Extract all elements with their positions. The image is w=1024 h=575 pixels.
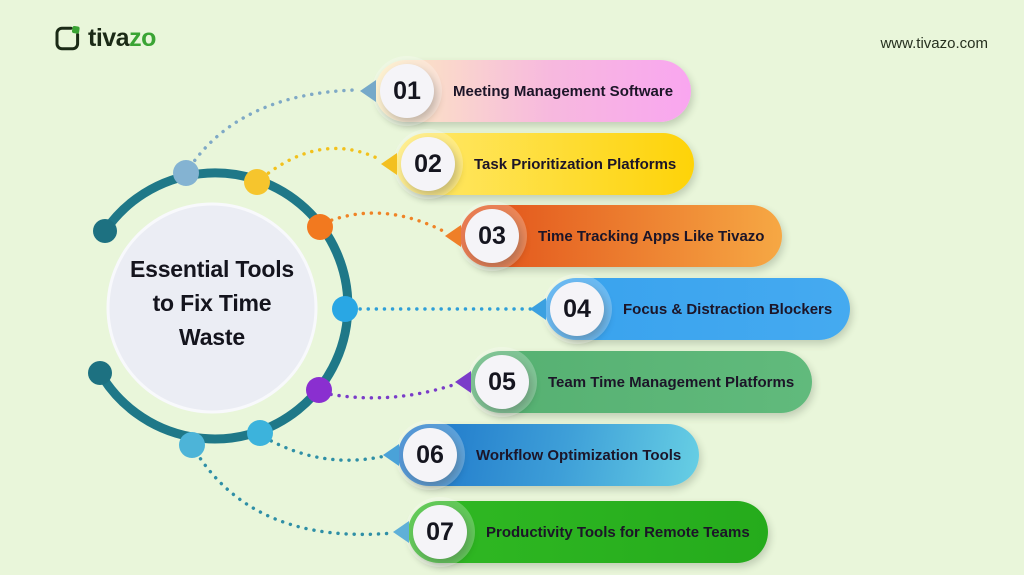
node-dot-6 — [247, 420, 273, 446]
hub-title-line1: Essential Tools — [129, 256, 294, 282]
connector-line-1 — [188, 88, 357, 169]
item-row-5: 05 Team Time Management Platforms — [455, 351, 813, 413]
item-row-3: 03 Time Tracking Apps Like Tivazo — [445, 205, 783, 267]
item-number-badge: 02 — [401, 137, 455, 191]
connector-line-3 — [322, 211, 449, 235]
connector-line-2 — [260, 146, 383, 180]
node-dot-2 — [244, 169, 270, 195]
item-number-badge: 07 — [413, 505, 467, 559]
item-row-4: 04 Focus & Distraction Blockers — [530, 278, 851, 340]
hub-title: Essential Tools to Fix Time Waste — [97, 252, 327, 354]
item-pill-6: 06 Workflow Optimization Tools — [383, 424, 700, 486]
item-number-badge: 05 — [475, 355, 529, 409]
item-pill-5: 05 Team Time Management Platforms — [455, 351, 813, 413]
item-pill-4: 04 Focus & Distraction Blockers — [530, 278, 851, 340]
hub-circle — [106, 202, 318, 414]
clipboard-icon — [55, 25, 80, 51]
item-row-2: 02 Task Prioritization Platforms — [381, 133, 695, 195]
pill-tail-arrow-icon — [360, 80, 376, 102]
item-pill-2: 02 Task Prioritization Platforms — [381, 133, 695, 195]
brand-logo: tivazo — [54, 24, 156, 53]
item-row-6: 06 Workflow Optimization Tools — [383, 424, 700, 486]
pill-tail-arrow-icon — [530, 298, 546, 320]
item-row-1: 01 Meeting Management Software — [360, 60, 692, 122]
item-row-7: 07 Productivity Tools for Remote Teams — [393, 501, 768, 563]
item-number-badge: 06 — [403, 428, 457, 482]
pill-tail-arrow-icon — [393, 521, 409, 543]
item-number-badge: 04 — [550, 282, 604, 336]
item-label: Task Prioritization Platforms — [474, 155, 677, 173]
brand-text-accent: zo — [129, 24, 156, 52]
item-label: Productivity Tools for Remote Teams — [486, 523, 750, 541]
ring-endpoint-dot-bottom — [88, 361, 112, 385]
brand-text: tivazo — [88, 24, 156, 53]
item-number-badge: 03 — [465, 209, 519, 263]
item-label: Team Time Management Platforms — [548, 373, 795, 391]
website-url: www.tivazo.com — [880, 35, 988, 52]
node-dot-5 — [306, 377, 332, 403]
item-number-badge: 01 — [380, 64, 434, 118]
item-label: Focus & Distraction Blockers — [623, 300, 833, 318]
node-dot-3 — [307, 214, 333, 240]
node-dot-4 — [332, 296, 358, 322]
pill-tail-arrow-icon — [381, 153, 397, 175]
brand-text-dark: tiva — [88, 24, 130, 52]
ring-endpoint-dot-top — [93, 219, 117, 243]
connector-line-7 — [194, 450, 395, 537]
connector-line-5 — [321, 382, 458, 400]
hub-title-line2: to Fix Time — [152, 290, 272, 316]
node-dot-7 — [179, 432, 205, 458]
pill-tail-arrow-icon — [455, 371, 471, 393]
item-pill-3: 03 Time Tracking Apps Like Tivazo — [445, 205, 783, 267]
connector-line-6 — [262, 435, 387, 462]
item-label: Time Tracking Apps Like Tivazo — [538, 227, 765, 245]
pill-tail-arrow-icon — [445, 225, 461, 247]
node-dot-1 — [173, 160, 199, 186]
item-pill-7: 07 Productivity Tools for Remote Teams — [393, 501, 768, 563]
item-label: Workflow Optimization Tools — [476, 446, 682, 464]
pill-tail-arrow-icon — [383, 444, 399, 466]
item-label: Meeting Management Software — [453, 82, 674, 100]
hub-title-line3: Waste — [179, 324, 245, 350]
item-pill-1: 01 Meeting Management Software — [360, 60, 692, 122]
